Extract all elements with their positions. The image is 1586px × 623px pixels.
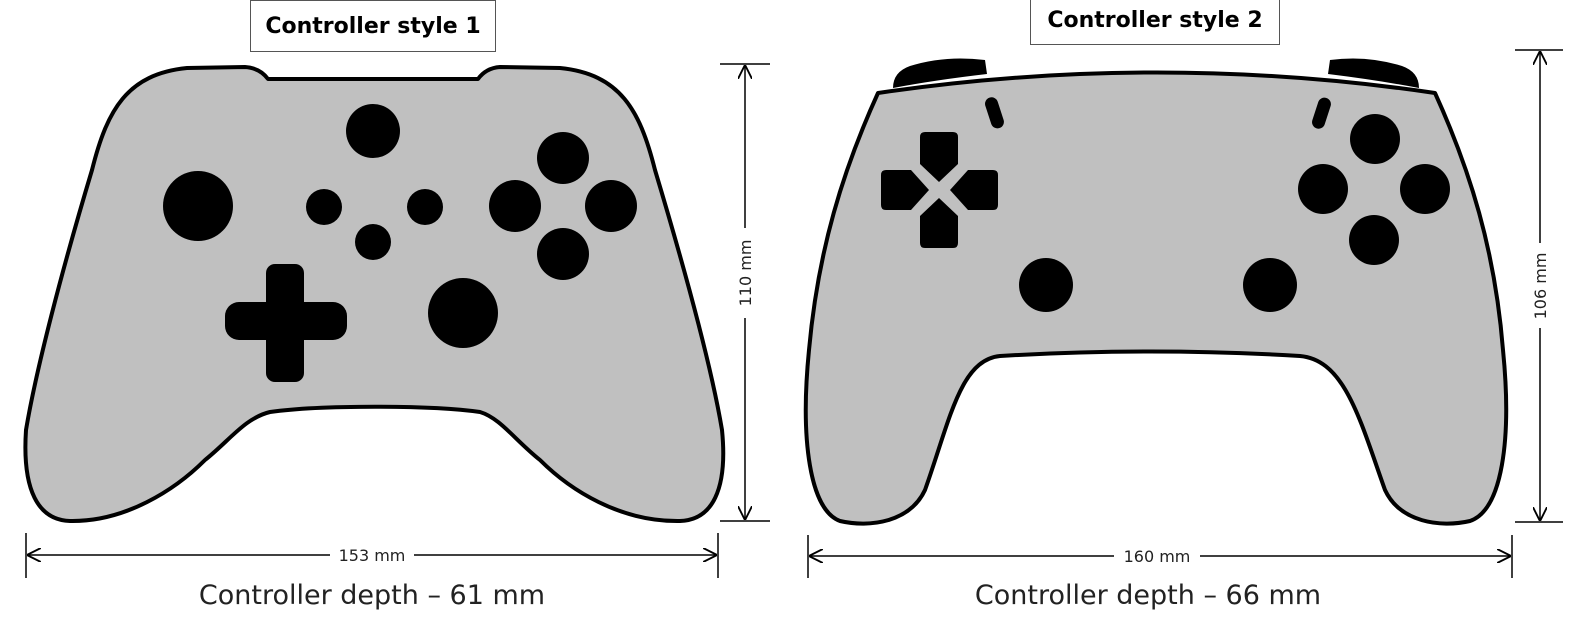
controller-2-title: Controller style 2: [1030, 0, 1280, 45]
face-button-left[interactable]: [489, 180, 541, 232]
right-shoulder-button[interactable]: [1328, 58, 1419, 88]
face-button-right[interactable]: [585, 180, 637, 232]
controller-2-dimensions: 160 mm 106 mm: [807, 49, 1563, 578]
right-pill-button[interactable]: [1310, 96, 1332, 130]
face-button-right-2[interactable]: [1400, 164, 1450, 214]
controller-2-body: [803, 70, 1509, 526]
right-stick-button-2[interactable]: [1243, 258, 1297, 312]
controller-style-1: [23, 65, 726, 524]
face-button-top-2[interactable]: [1350, 114, 1400, 164]
width-label-1: 153 mm: [339, 546, 406, 565]
right-stick-button[interactable]: [428, 278, 498, 348]
controller-2-depth: Controller depth – 66 mm: [974, 580, 1322, 611]
menu-button[interactable]: [407, 189, 443, 225]
face-button-left-2[interactable]: [1298, 164, 1348, 214]
width-label-2: 160 mm: [1124, 547, 1191, 566]
controller-1-depth: Controller depth – 61 mm: [198, 580, 546, 611]
dpad[interactable]: [225, 264, 347, 382]
face-button-bottom-2[interactable]: [1349, 215, 1399, 265]
face-button-bottom[interactable]: [537, 228, 589, 280]
controller-style-2: [803, 58, 1509, 526]
controller-1-dimensions: 153 mm 110 mm: [25, 63, 770, 578]
view-button[interactable]: [306, 189, 342, 225]
guide-button[interactable]: [346, 104, 400, 158]
dpad-2[interactable]: [881, 132, 998, 248]
left-pill-button[interactable]: [983, 96, 1005, 130]
face-button-top[interactable]: [537, 132, 589, 184]
share-button[interactable]: [355, 224, 391, 260]
left-stick-button-2[interactable]: [1019, 258, 1073, 312]
height-label-1: 110 mm: [736, 240, 755, 307]
left-shoulder-button[interactable]: [893, 58, 987, 88]
height-label-2: 106 mm: [1531, 253, 1550, 320]
left-stick-button[interactable]: [163, 171, 233, 241]
controller-1-title: Controller style 1: [250, 0, 496, 52]
